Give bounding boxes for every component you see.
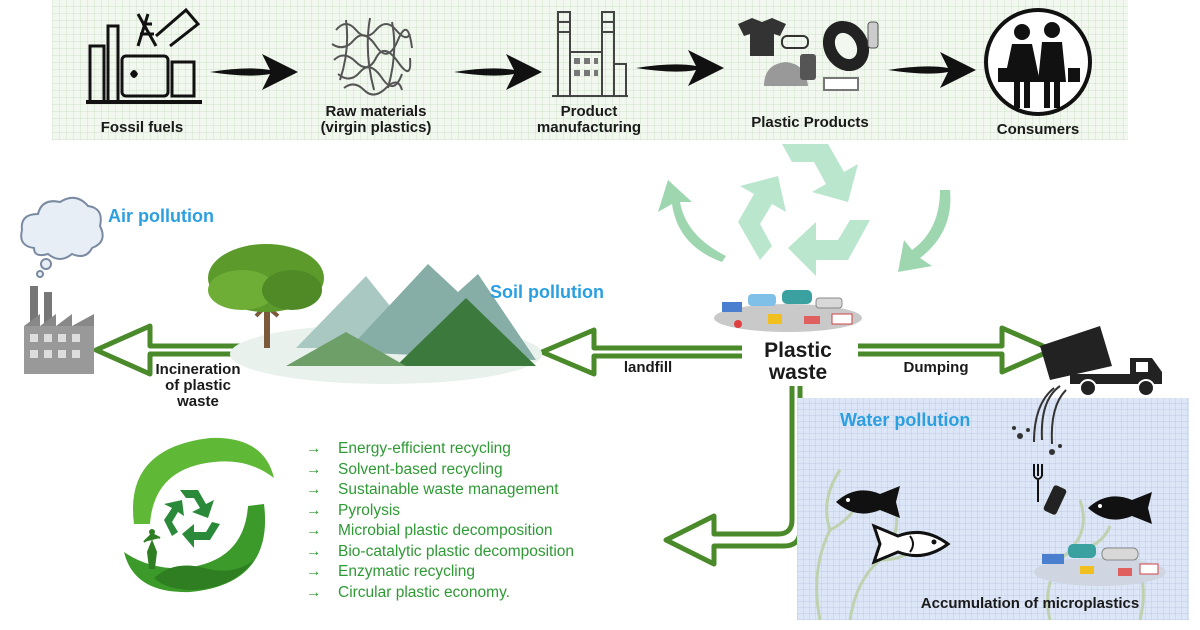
arrow-bullet-icon: → [306, 501, 322, 519]
chain-arrow-1 [210, 54, 298, 90]
arrow-bullet-icon: → [306, 583, 322, 601]
list-item: →Sustainable waste management [306, 480, 574, 501]
factory-icon [552, 11, 628, 97]
plastic-waste-pile-icon [714, 290, 862, 332]
chain-arrow-4 [888, 52, 976, 88]
fork-and-bottle-icon [1033, 464, 1067, 515]
plastic-products-icon [738, 18, 879, 91]
arrow-bullet-icon: → [306, 542, 322, 560]
list-item: →Solvent-based recycling [306, 460, 574, 481]
list-item: →Energy-efficient recycling [306, 439, 574, 460]
curved-arrow-up-left [658, 180, 726, 262]
arrow-landfill [539, 327, 742, 377]
arrow-bullet-icon: → [306, 460, 322, 478]
arrow-bullet-icon: → [306, 563, 322, 580]
recycling-hands-emblem-icon [124, 437, 274, 593]
smoke-cloud-icon [20, 196, 104, 278]
list-item: →Pyrolysis [306, 501, 574, 522]
stage-label-consumers: Consumers [996, 121, 1080, 138]
list-item: →Bio-catalytic plastic decomposition [306, 542, 574, 563]
arrow-bullet-icon: → [306, 481, 322, 498]
stage-label-plastic-products: Plastic Products [751, 114, 869, 131]
recycle-arrows-icon [738, 144, 870, 276]
curved-arrow-down-left [898, 190, 951, 272]
stage-label-product-manufacturing: Product manufacturing [536, 103, 642, 136]
arrow-bullet-icon: → [306, 522, 322, 539]
fish-icon-2 [1088, 492, 1152, 524]
soil-pollution-label: Soil pollution [490, 282, 604, 302]
landfill-label: landfill [623, 359, 673, 376]
arrow-incineration [93, 323, 288, 377]
arrow-solutions [663, 386, 803, 567]
oil-refinery-icon [86, 7, 202, 104]
list-item: →Microbial plastic decomposition [306, 521, 574, 542]
chain-arrow-2 [454, 54, 542, 90]
microplastics-label: Accumulation of microplastics [920, 595, 1140, 612]
tree-and-mountains-icon [208, 244, 542, 384]
dumping-label: Dumping [903, 359, 969, 376]
microplastic-debris-icon [1034, 544, 1166, 586]
list-item: →Circular plastic economy. [306, 583, 574, 604]
air-pollution-label: Air pollution [108, 206, 214, 226]
arrow-bullet-icon: → [306, 440, 322, 457]
chain-arrow-3 [636, 50, 724, 86]
fish-icon-1 [836, 486, 900, 518]
plastic-pellets-icon [331, 17, 413, 96]
dumped-waste-stream-icon [1012, 385, 1067, 455]
stage-label-raw-materials: Raw materials (virgin plastics) [320, 103, 432, 136]
water-pollution-label: Water pollution [840, 410, 971, 430]
stage-label-fossil-fuels: Fossil fuels [100, 119, 184, 136]
plastic-waste-label: Plastic waste [764, 339, 832, 384]
list-item: →Enzymatic recycling [306, 562, 574, 583]
fish-outline-icon [871, 523, 951, 565]
incineration-plant-icon [24, 286, 94, 374]
incineration-label: Incineration of plastic waste [155, 361, 241, 410]
dump-truck-icon [1040, 326, 1162, 397]
solutions-list: →Energy-efficient recycling →Solvent-bas… [306, 439, 574, 603]
consumers-icon [984, 8, 1092, 116]
